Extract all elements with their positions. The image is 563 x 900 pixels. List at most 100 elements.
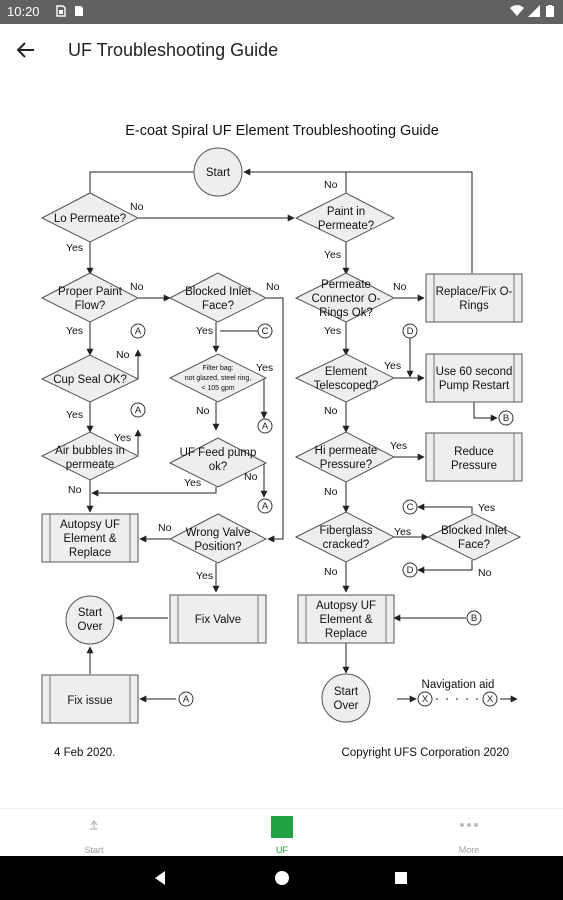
autopsy-right-label-2: Element & bbox=[319, 614, 372, 626]
element-telescoped-label-1: Element bbox=[325, 366, 368, 378]
status-time: 10:20 bbox=[7, 4, 40, 19]
green-square-icon bbox=[271, 816, 293, 838]
more-dots-icon bbox=[460, 823, 478, 827]
start-over-right-label-2: Over bbox=[334, 700, 359, 712]
start-over-left-label-1: Start bbox=[78, 607, 103, 619]
reduce-pressure-label-2: Pressure bbox=[451, 460, 497, 472]
flow-shapes bbox=[40, 147, 523, 724]
home-circle-icon[interactable] bbox=[274, 870, 290, 886]
uf-feed-pump-label-1: UF Feed pump bbox=[180, 447, 257, 459]
bottom-navigation: Start UF More bbox=[0, 808, 563, 857]
flow-connectors bbox=[86, 168, 518, 703]
permeate-connector-decision bbox=[294, 272, 396, 323]
uf-feed-pump-label-2: ok? bbox=[209, 461, 228, 473]
replace-fix-orings-box bbox=[425, 273, 523, 323]
nav-more[interactable]: More bbox=[409, 809, 529, 857]
sim-icon bbox=[56, 5, 66, 17]
yes-label: Yes bbox=[196, 325, 213, 337]
permeate-connector-label-3: Rings Ok? bbox=[319, 307, 373, 319]
signal-icon bbox=[528, 5, 540, 17]
connector-a: A bbox=[183, 694, 190, 705]
nav-uf-label: UF bbox=[276, 845, 288, 855]
nav-uf[interactable]: UF bbox=[222, 809, 342, 857]
proper-paint-flow-decision bbox=[40, 272, 140, 323]
start-over-right-label-1: Start bbox=[334, 686, 359, 698]
start-over-right-node bbox=[321, 673, 371, 723]
nav-start-label: Start bbox=[84, 845, 104, 855]
fiberglass-decision bbox=[294, 511, 396, 563]
hi-permeate-label-1: Hi permeate bbox=[315, 445, 378, 457]
yes-label: Yes bbox=[114, 432, 131, 444]
autopsy-left-label-2: Element & bbox=[63, 533, 116, 545]
nav-start[interactable]: Start bbox=[34, 809, 154, 857]
no-label: No bbox=[130, 201, 144, 213]
yes-label: Yes bbox=[196, 570, 213, 582]
yes-label: Yes bbox=[256, 362, 273, 374]
filter-bag-label-2: not glazed, steel ring, bbox=[185, 375, 252, 382]
no-label: No bbox=[68, 484, 82, 496]
no-label: No bbox=[158, 522, 172, 534]
blocked-inlet-right-label-1: Blocked Inlet bbox=[441, 525, 508, 537]
uf-feed-pump-decision bbox=[168, 437, 268, 488]
air-bubbles-label-2: permeate bbox=[66, 459, 115, 471]
air-bubbles-label-1: Air bubbles in bbox=[55, 445, 125, 457]
blocked-inlet-label-2: Face? bbox=[202, 300, 234, 312]
no-label: No bbox=[266, 281, 280, 293]
no-label: No bbox=[244, 471, 258, 483]
no-label: No bbox=[116, 349, 130, 361]
connector-b: B bbox=[471, 613, 477, 624]
pump-restart-label-2: Pump Restart bbox=[439, 380, 510, 392]
permeate-connector-label-1: Permeate bbox=[321, 279, 371, 291]
start-over-left-node bbox=[65, 595, 115, 645]
fiberglass-label-1: Fiberglass bbox=[319, 525, 372, 537]
date-text: 4 Feb 2020. bbox=[54, 747, 115, 759]
connector-a: A bbox=[262, 501, 269, 512]
autopsy-right-box bbox=[297, 594, 395, 644]
pump-restart-box bbox=[425, 353, 523, 403]
element-telescoped-decision bbox=[294, 353, 396, 403]
lo-permeate-decision bbox=[40, 192, 140, 243]
status-bar: 10:20 bbox=[0, 0, 563, 24]
autopsy-left-label-1: Autopsy UF bbox=[60, 519, 120, 531]
cup-seal-label: Cup Seal OK? bbox=[53, 374, 127, 386]
process-box-dividers bbox=[49, 274, 515, 723]
no-label: No bbox=[324, 179, 338, 191]
storage-icon bbox=[75, 6, 83, 16]
connector-a: A bbox=[262, 421, 269, 432]
recents-square-icon[interactable] bbox=[394, 871, 408, 885]
wrong-valve-label-2: Position? bbox=[194, 541, 241, 553]
autopsy-left-label-3: Replace bbox=[69, 547, 111, 559]
back-triangle-icon[interactable] bbox=[153, 870, 167, 886]
no-label: No bbox=[324, 566, 338, 578]
wifi-icon bbox=[510, 5, 524, 17]
connector-d: D bbox=[407, 565, 414, 576]
hi-permeate-label-2: Pressure? bbox=[320, 459, 372, 471]
blocked-inlet-label-1: Blocked Inlet bbox=[185, 286, 252, 298]
cup-seal-decision bbox=[40, 354, 140, 403]
copyright-text: Copyright UFS Corporation 2020 bbox=[342, 747, 509, 759]
connector-a: A bbox=[135, 405, 142, 416]
wrong-valve-label-1: Wrong Valve bbox=[186, 527, 251, 539]
element-telescoped-label-2: Telescoped? bbox=[314, 380, 379, 392]
air-bubbles-decision bbox=[40, 431, 140, 481]
connector-circles bbox=[130, 323, 514, 707]
wrong-valve-decision bbox=[168, 513, 268, 564]
filter-bag-label-1: Filter bag: bbox=[202, 365, 233, 372]
filter-bag-label-3: < 105 gpm bbox=[201, 385, 234, 392]
fix-issue-label: Fix issue bbox=[67, 695, 112, 707]
fix-valve-box bbox=[169, 594, 267, 644]
yes-label: Yes bbox=[324, 249, 341, 261]
proper-paint-flow-label-1: Proper Paint bbox=[58, 286, 123, 298]
fiberglass-label-2: cracked? bbox=[323, 539, 370, 551]
connector-c: C bbox=[262, 326, 269, 337]
yes-label: Yes bbox=[66, 409, 83, 421]
connector-x: X bbox=[422, 694, 429, 705]
nav-more-label: More bbox=[458, 845, 480, 855]
no-label: No bbox=[324, 405, 338, 417]
autopsy-left-box bbox=[41, 513, 139, 563]
start-node bbox=[193, 147, 243, 197]
connector-x: X bbox=[487, 694, 494, 705]
back-arrow-icon[interactable] bbox=[14, 36, 38, 64]
connector-c: C bbox=[407, 502, 414, 513]
blocked-inlet-right-label-2: Face? bbox=[458, 539, 490, 551]
